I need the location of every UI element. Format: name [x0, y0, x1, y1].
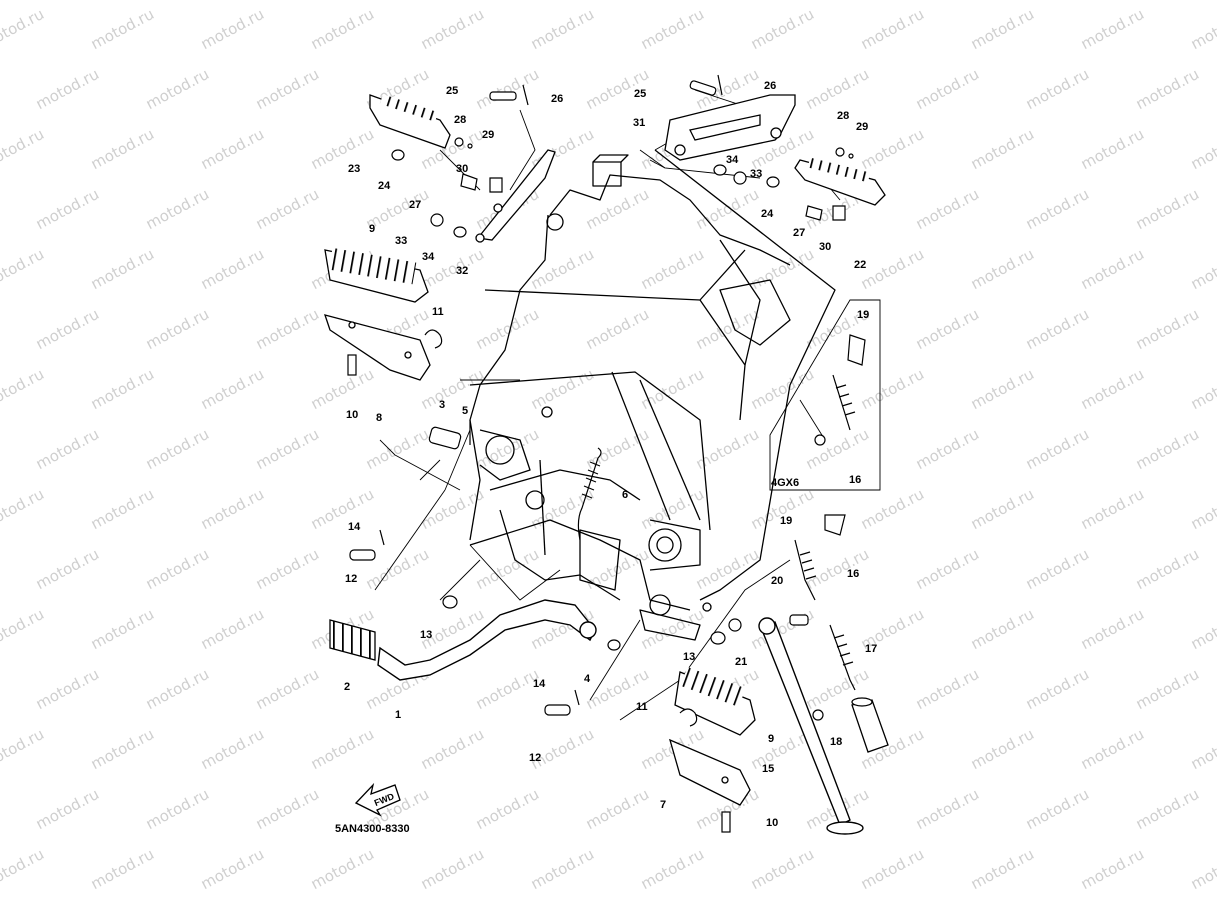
- callout-c13b: 13: [683, 651, 695, 663]
- callout-c3: 3: [439, 399, 445, 411]
- part-9-footrest-rubber: [324, 247, 429, 303]
- callout-c34b: 34: [726, 154, 739, 166]
- callout-c15: 15: [762, 763, 774, 775]
- callout-c29b: 29: [856, 121, 868, 133]
- part-15-side-stand: [758, 617, 864, 835]
- part-8-footrest: [324, 314, 431, 381]
- part-32-bracket: [475, 149, 556, 243]
- callout-c9b: 9: [768, 733, 774, 745]
- callout-c13a: 13: [420, 629, 432, 641]
- callout-c11a: 11: [432, 306, 444, 318]
- callout-c28a: 28: [454, 114, 466, 126]
- callout-c7: 7: [660, 799, 666, 811]
- callout-c33b: 33: [750, 168, 762, 180]
- callout-c6: 6: [622, 489, 628, 501]
- frame: [469, 149, 836, 641]
- callout-c32: 32: [456, 265, 468, 277]
- callout-c25a: 25: [446, 85, 458, 97]
- part-22-rear-footrest: [794, 157, 886, 206]
- callout-c31: 31: [633, 117, 645, 129]
- callout-c16b: 16: [847, 568, 859, 580]
- callout-c29a: 29: [482, 129, 494, 141]
- callout-c11b: 11: [636, 701, 648, 713]
- callout-c28b: 28: [837, 110, 849, 122]
- callout-c9a: 9: [369, 223, 375, 235]
- callout-c26a: 26: [551, 93, 563, 105]
- callout-c30b: 30: [819, 241, 831, 253]
- callout-c22: 22: [854, 259, 866, 271]
- callout-c10a: 10: [346, 409, 358, 421]
- part-2-pedal-rubber: [329, 619, 376, 661]
- fwd-arrow: FWD: [354, 782, 401, 817]
- part-9b-footrest-rubber: [674, 667, 756, 736]
- variant-box-label: 4GX6: [771, 477, 799, 489]
- part-code: 5AN4300-8330: [335, 823, 410, 835]
- springs: [577, 374, 856, 691]
- callout-c34a: 34: [422, 251, 435, 263]
- part-7-footrest: [668, 738, 751, 806]
- callout-c18: 18: [830, 736, 842, 748]
- callout-c2: 2: [344, 681, 350, 693]
- callout-c26b: 26: [764, 80, 776, 92]
- callout-c19a: 19: [857, 309, 869, 321]
- callout-c8: 8: [376, 412, 382, 424]
- part-18-tube: [851, 697, 889, 753]
- callout-c20: 20: [771, 575, 783, 587]
- callout-c24a: 24: [378, 180, 391, 192]
- callout-c4: 4: [584, 673, 591, 685]
- callout-c1: 1: [395, 709, 401, 721]
- callout-numbers: 1234567899101011111212131314141516161718…: [344, 80, 877, 829]
- callout-c17: 17: [865, 643, 877, 655]
- callout-c14b: 14: [533, 678, 546, 690]
- part-1-brake-pedal: [377, 599, 597, 681]
- part-23-rear-footrest: [369, 94, 451, 149]
- part-31-bracket: [664, 94, 796, 161]
- callout-c12b: 12: [529, 752, 541, 764]
- callout-c27b: 27: [793, 227, 805, 239]
- callout-c21: 21: [735, 656, 747, 668]
- callout-c30a: 30: [456, 163, 468, 175]
- callout-c14a: 14: [348, 521, 361, 533]
- hardware: [347, 74, 866, 833]
- callout-c19b: 19: [780, 515, 792, 527]
- callout-c24b: 24: [761, 208, 774, 220]
- callout-c33a: 33: [395, 235, 407, 247]
- callout-c12a: 12: [345, 573, 357, 585]
- callout-c5: 5: [462, 405, 468, 417]
- callout-c27a: 27: [409, 199, 421, 211]
- callout-c10b: 10: [766, 817, 778, 829]
- callout-c25b: 25: [634, 88, 646, 100]
- callout-c23: 23: [348, 163, 360, 175]
- callout-c16a: 16: [849, 474, 861, 486]
